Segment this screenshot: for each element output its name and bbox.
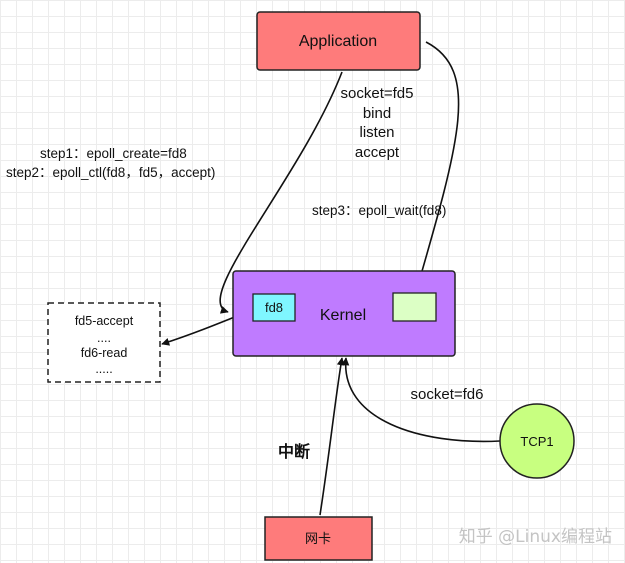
tcp1-label: TCP1	[520, 434, 553, 449]
socket-fd6-label: socket=fd6	[411, 386, 484, 403]
app-to-fd8-arrow	[219, 71, 343, 314]
step3-label: step3：epoll_wait(fd8)	[312, 203, 446, 218]
ready-list-item-fd5-accept: fd5-accept	[75, 314, 134, 328]
tcp1-to-kernel-arrow	[341, 357, 501, 443]
tcp1-node	[499, 403, 575, 479]
step1-label: step1：epoll_create=fd8	[40, 146, 187, 161]
ready-list-ellipsis-2: .....	[95, 362, 112, 376]
nic-label: 网卡	[305, 531, 331, 546]
listen-label: listen	[359, 124, 394, 141]
kernel-node	[232, 270, 456, 357]
interrupt-label: 中断	[278, 442, 310, 461]
bind-label: bind	[363, 105, 391, 122]
fd8-box	[252, 293, 296, 322]
ready-slot-box	[392, 292, 437, 322]
step2-label: step2：epoll_ctl(fd8，fd5，accept)	[6, 165, 215, 180]
nic-to-kernel-arrow	[319, 357, 345, 516]
socket-fd5-label: socket=fd5	[341, 85, 414, 102]
fd8-label: fd8	[265, 300, 283, 315]
nic-node	[264, 516, 373, 561]
watermark-text: 知乎 @Linux编程站	[459, 527, 612, 547]
ready-list-box	[47, 302, 161, 383]
application-node	[256, 11, 421, 71]
app-to-ready-slot-arrow	[414, 41, 460, 293]
application-label: Application	[299, 33, 377, 50]
ready-list-ellipsis-1: ....	[97, 331, 111, 345]
accept-label: accept	[355, 144, 400, 161]
ready-list-item-fd6-read: fd6-read	[81, 346, 128, 360]
kernel-label: Kernel	[320, 307, 366, 324]
